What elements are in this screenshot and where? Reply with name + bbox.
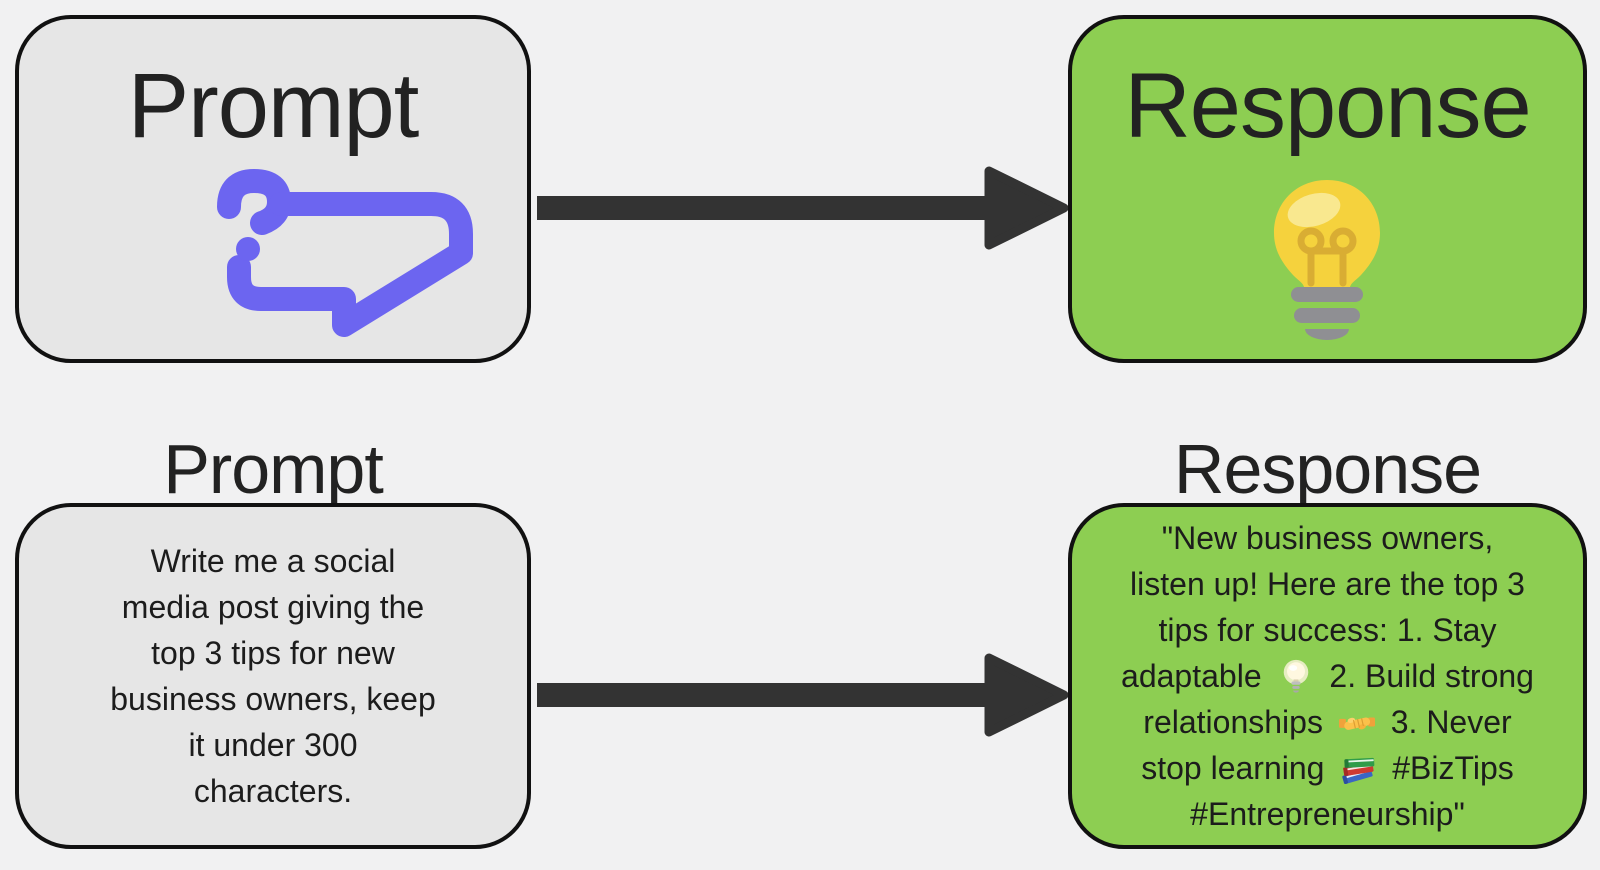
flow-arrow-bottom: [537, 653, 1068, 737]
question-chat-icon: [217, 169, 473, 337]
light-bulb-emoji: [1278, 659, 1314, 695]
prompt-section-label: Prompt: [163, 430, 384, 508]
prompt-card-title: Prompt: [127, 55, 420, 157]
flow-arrow-top: [537, 166, 1068, 250]
response-section-label: Response: [1173, 430, 1482, 508]
response-example-card: "New business owners, listen up! Here ar…: [1068, 503, 1587, 849]
books-emoji: [1340, 751, 1376, 787]
handshake-emoji: [1339, 705, 1375, 741]
lightbulb-icon: [1274, 180, 1380, 340]
prompt-card-top: Prompt: [15, 15, 531, 363]
prompt-example-text: Write me a social media post giving the …: [110, 543, 436, 809]
response-card-title: Response: [1124, 55, 1531, 157]
question-dot: [236, 237, 260, 261]
response-card-top: Response: [1068, 15, 1587, 363]
response-example-text: "New business owners, listen up! Here ar…: [1121, 520, 1534, 832]
prompt-example-card: Write me a social media post giving the …: [15, 503, 531, 849]
